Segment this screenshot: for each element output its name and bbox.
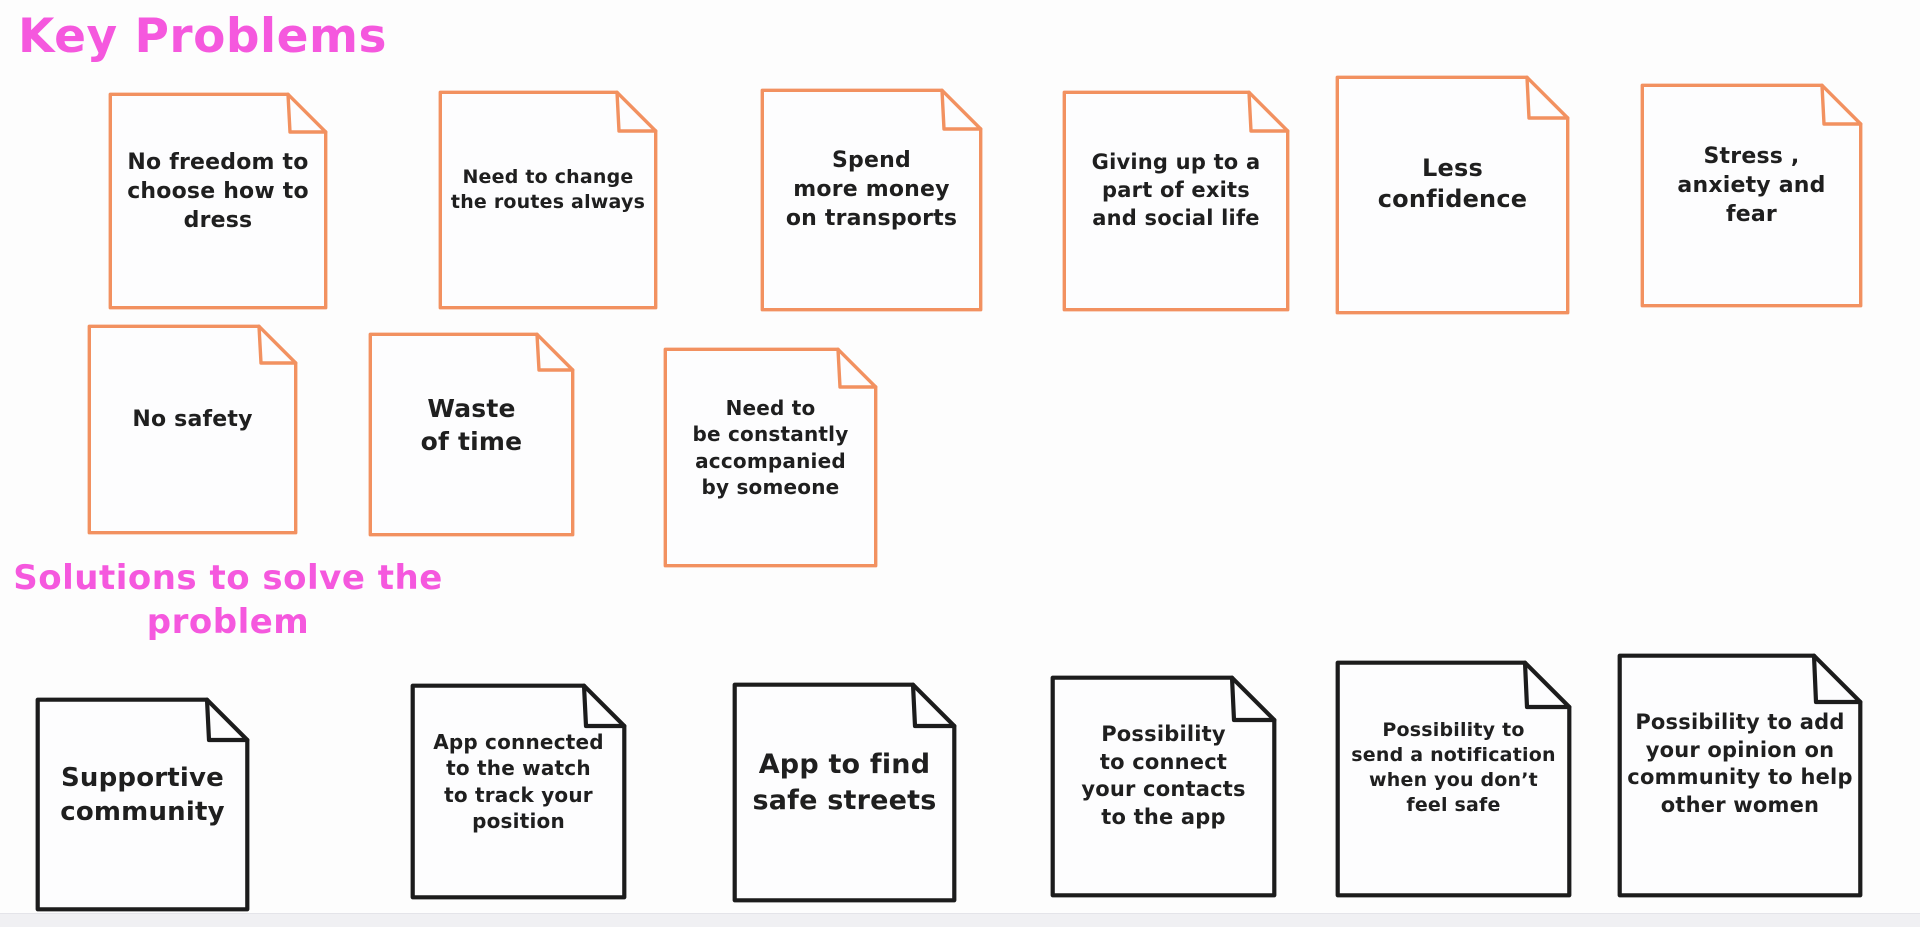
folded-corner-icon [615, 90, 658, 133]
folded-corner-icon [1229, 675, 1277, 723]
note-paper-shape [87, 324, 298, 535]
note-text: No freedom to choose how to dress [127, 149, 309, 233]
canvas-bottom-edge [0, 913, 1920, 927]
folded-corner-icon [535, 332, 575, 372]
note-paper-shape [35, 697, 250, 912]
note-text: Spend more money on transports [785, 148, 958, 232]
note-send-notification-not-safe[interactable]: Possibility to send a notification when … [1335, 660, 1572, 898]
note-stress-anxiety-fear[interactable]: Stress , anxiety and fear [1640, 83, 1863, 308]
note-text: Possibility to connect your contacts to … [1081, 722, 1246, 830]
note-paper-shape [760, 88, 983, 312]
note-paper-shape [108, 92, 328, 310]
note-no-safety[interactable]: No safety [87, 324, 298, 535]
folded-corner-icon [204, 697, 250, 743]
note-waste-of-time[interactable]: Waste of time [368, 332, 575, 537]
note-paper-shape [1617, 653, 1863, 898]
note-text: Waste of time [420, 394, 523, 457]
folded-corner-icon [940, 88, 983, 131]
note-text: Stress , anxiety and fear [1677, 143, 1826, 227]
note-add-opinion-help-other-women[interactable]: Possibility to add your opinion on commu… [1617, 653, 1863, 898]
note-giving-up-exits-social-life[interactable]: Giving up to a part of exits and social … [1062, 90, 1290, 312]
note-text: Need to change the routes always [450, 166, 646, 214]
folded-corner-icon [1820, 83, 1863, 126]
note-paper-shape [663, 347, 878, 568]
section-title-solutions: Solutions to solve the problem [13, 558, 443, 643]
note-need-to-change-routes[interactable]: Need to change the routes always [438, 90, 658, 310]
note-app-find-safe-streets[interactable]: App to find safe streets [732, 682, 957, 903]
note-less-confidence[interactable]: Less confidence [1335, 75, 1570, 315]
folded-corner-icon [581, 683, 627, 729]
note-paper-shape [368, 332, 575, 537]
folded-corner-icon [1522, 660, 1572, 710]
note-text: Possibility to add your opinion on commu… [1627, 710, 1853, 818]
note-need-constantly-accompanied[interactable]: Need to be constantly accompanied by som… [663, 347, 878, 568]
note-paper-shape [1050, 675, 1277, 898]
section-title-key-problems: Key Problems [18, 9, 387, 64]
note-no-freedom-to-choose-dress[interactable]: No freedom to choose how to dress [108, 92, 328, 310]
note-paper-shape [1335, 75, 1570, 315]
folded-corner-icon [257, 324, 298, 365]
note-text: App connected to the watch to track your… [433, 729, 604, 834]
note-paper-shape [1640, 83, 1863, 308]
note-paper-shape [1062, 90, 1290, 312]
note-connect-contacts-to-app[interactable]: Possibility to connect your contacts to … [1050, 675, 1277, 898]
note-text: Need to be constantly accompanied by som… [692, 395, 849, 499]
note-spend-more-money-transports[interactable]: Spend more money on transports [760, 88, 983, 312]
note-paper-shape [1335, 660, 1572, 898]
folded-corner-icon [1247, 90, 1290, 133]
note-text: Supportive community [60, 762, 225, 827]
note-text: Giving up to a part of exits and social … [1091, 150, 1261, 230]
note-paper-shape [438, 90, 658, 310]
folded-corner-icon [910, 682, 957, 729]
note-text: App to find safe streets [752, 748, 937, 816]
folded-corner-icon [1525, 75, 1570, 120]
note-app-connected-watch-track-position[interactable]: App connected to the watch to track your… [410, 683, 627, 900]
note-text: Possibility to send a notification when … [1351, 719, 1556, 817]
note-text: Less confidence [1377, 153, 1528, 214]
note-paper-shape [732, 682, 957, 903]
note-supportive-community[interactable]: Supportive community [35, 697, 250, 912]
folded-corner-icon [836, 347, 878, 389]
note-paper-shape [410, 683, 627, 900]
folded-corner-icon [286, 92, 328, 134]
folded-corner-icon [1811, 653, 1863, 705]
note-text: No safety [132, 407, 253, 433]
